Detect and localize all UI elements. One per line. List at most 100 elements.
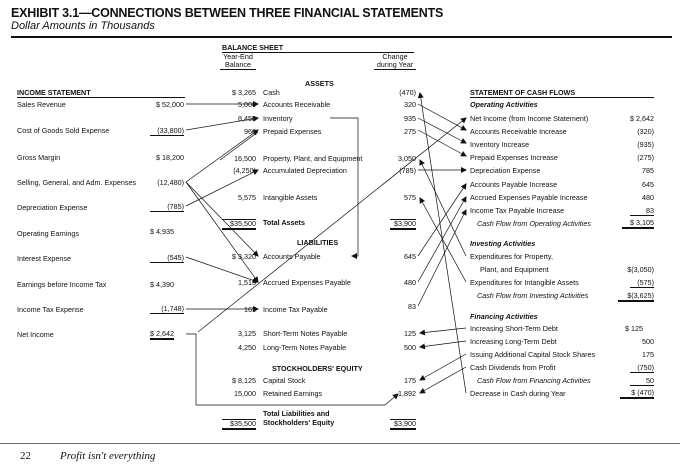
is-label: Selling, General, and Adm. Expenses: [17, 178, 137, 187]
bs-value: 16,500: [234, 154, 256, 163]
cf-label: Plant, and Equipment: [480, 265, 549, 274]
bs-label: Property, Plant, and Equipment: [263, 154, 363, 163]
cf-value: (320): [637, 127, 654, 136]
bs-change: 480: [404, 278, 416, 287]
bs-change: 1,892: [398, 389, 416, 398]
bs-value: (4,250): [233, 166, 256, 175]
investing-total-value: $(3,625): [618, 292, 654, 302]
cf-label: Prepaid Expenses Increase: [470, 153, 558, 162]
operating-total-label: Cash Flow from Operating Activities: [477, 219, 591, 228]
cf-value: (575): [630, 279, 654, 288]
is-value: (785): [150, 203, 184, 212]
decrease-label: Decrease in Cash during Year: [470, 389, 566, 398]
page-number: 22: [20, 450, 31, 462]
bs-label: Long-Term Notes Payable: [263, 343, 347, 352]
bs-label: Capital Stock: [263, 376, 306, 385]
is-label: Cost of Goods Sold Expense: [17, 126, 110, 135]
assets-heading: ASSETS: [305, 79, 334, 88]
arrow-ar-cf: [417, 103, 467, 131]
arrow-cogs-inventory: [185, 115, 259, 131]
arrow-cash-cf: [417, 92, 467, 394]
arrow-net-income-cf: [197, 117, 467, 333]
bs-label: Retained Earnings: [263, 389, 323, 398]
cf-value: $ 2,642: [630, 114, 654, 123]
bs-change: 125: [404, 329, 416, 338]
arrow-net-income-re: [186, 333, 399, 406]
running-title: Profit isn't everything: [60, 450, 156, 462]
arrow-inventory-to-ap: [330, 117, 359, 259]
arrow-sga-ap: [185, 181, 259, 257]
bs-change: (470): [399, 88, 416, 97]
bs-value: 8,450: [238, 114, 256, 123]
bs-value: 165: [244, 305, 256, 314]
cf-value: $ 125: [625, 324, 643, 333]
exhibit-subtitle: Dollar Amounts in Thousands: [11, 20, 155, 32]
bs-value: $ 8,125: [232, 376, 256, 385]
arrow-ppe-cf: [419, 159, 467, 257]
cf-value: 480: [642, 193, 654, 202]
cf-value: 83: [630, 207, 654, 216]
bs-value: 1,515: [238, 278, 256, 287]
bs-value: 5,575: [238, 193, 256, 202]
bs-label: Income Tax Payable: [263, 305, 328, 314]
bs-label: Accounts Receivable: [263, 100, 331, 109]
total-le-label-2: Stockholders' Equity: [263, 418, 335, 427]
year-end-header: Year-End: [223, 52, 253, 61]
bs-label: Inventory: [263, 114, 293, 123]
operating-heading: Operating Activities: [470, 100, 538, 109]
arrow-intangible-cf: [419, 197, 467, 283]
arrow-inventory-ap: [219, 131, 259, 161]
financing-heading: Financing Activities: [470, 312, 538, 321]
bs-value: 3,125: [238, 329, 256, 338]
exhibit-title: EXHIBIT 3.1—CONNECTIONS BETWEEN THREE FI…: [11, 6, 444, 20]
is-value: $ 52,000: [156, 100, 184, 109]
total-le-change: $3,900: [390, 419, 416, 430]
total-assets-label: Total Assets: [263, 218, 305, 227]
cf-label: Expenditures for Property,: [470, 252, 553, 261]
cf-value: (750): [630, 364, 654, 373]
cf-label: Accounts Receivable Increase: [470, 127, 567, 136]
is-label: Earnings before Income Tax: [17, 280, 107, 289]
bs-value: 5,000: [238, 100, 256, 109]
arrow-dep-accum: [185, 169, 259, 207]
financing-total-label: Cash Flow from Financing Activities: [477, 376, 591, 385]
is-label: Depreciation Expense: [17, 203, 88, 212]
is-label: Interest Expense: [17, 254, 71, 263]
cf-label: Accounts Payable Increase: [470, 180, 558, 189]
arrow-ap-cf: [417, 183, 467, 257]
arrow-dividends-re: [419, 366, 467, 394]
liabilities-heading: LIABILITIES: [297, 238, 339, 247]
investing-heading: Investing Activities: [470, 239, 536, 248]
bs-value: $ 3,265: [232, 88, 256, 97]
is-label: Net Income: [17, 330, 54, 339]
bs-value: $ 3,320: [232, 252, 256, 261]
change-header: Change: [382, 52, 408, 61]
year-end-header-2: Balance: [220, 61, 256, 70]
footer-rule: [0, 443, 680, 444]
is-label: Gross Margin: [17, 153, 61, 162]
bs-label: Prepaid Expenses: [263, 127, 322, 136]
total-assets-value: $35,500: [222, 219, 256, 230]
bs-label: Short-Term Notes Payable: [263, 329, 348, 338]
arrow-prepaid-cf: [417, 129, 467, 157]
is-value: (33,800): [150, 127, 184, 136]
cf-label: Issuing Additional Capital Stock Shares: [470, 350, 596, 359]
equity-heading: STOCKHOLDERS' EQUITY: [272, 364, 363, 373]
bs-change: 935: [404, 114, 416, 123]
cf-label: Income Tax Payable Increase: [470, 206, 565, 215]
bs-change: 3,050: [398, 154, 416, 163]
cf-label: Inventory Increase: [470, 140, 530, 149]
bs-change: 83: [408, 302, 416, 311]
income-statement-title: INCOME STATEMENT: [17, 89, 185, 98]
is-value: $ 2,642: [150, 329, 174, 340]
balance-sheet-title: BALANCE SHEET: [222, 44, 414, 53]
bs-label: Cash: [263, 88, 280, 97]
total-assets-change: $3,900: [390, 219, 416, 230]
arrow-capital-cf: [419, 353, 467, 381]
cf-label: Net Income (from Income Statement): [470, 114, 589, 123]
arrow-inv-cf: [417, 117, 467, 144]
title-rule: [11, 36, 672, 38]
total-le-value: $35,500: [222, 419, 256, 430]
cf-value: 645: [642, 180, 654, 189]
